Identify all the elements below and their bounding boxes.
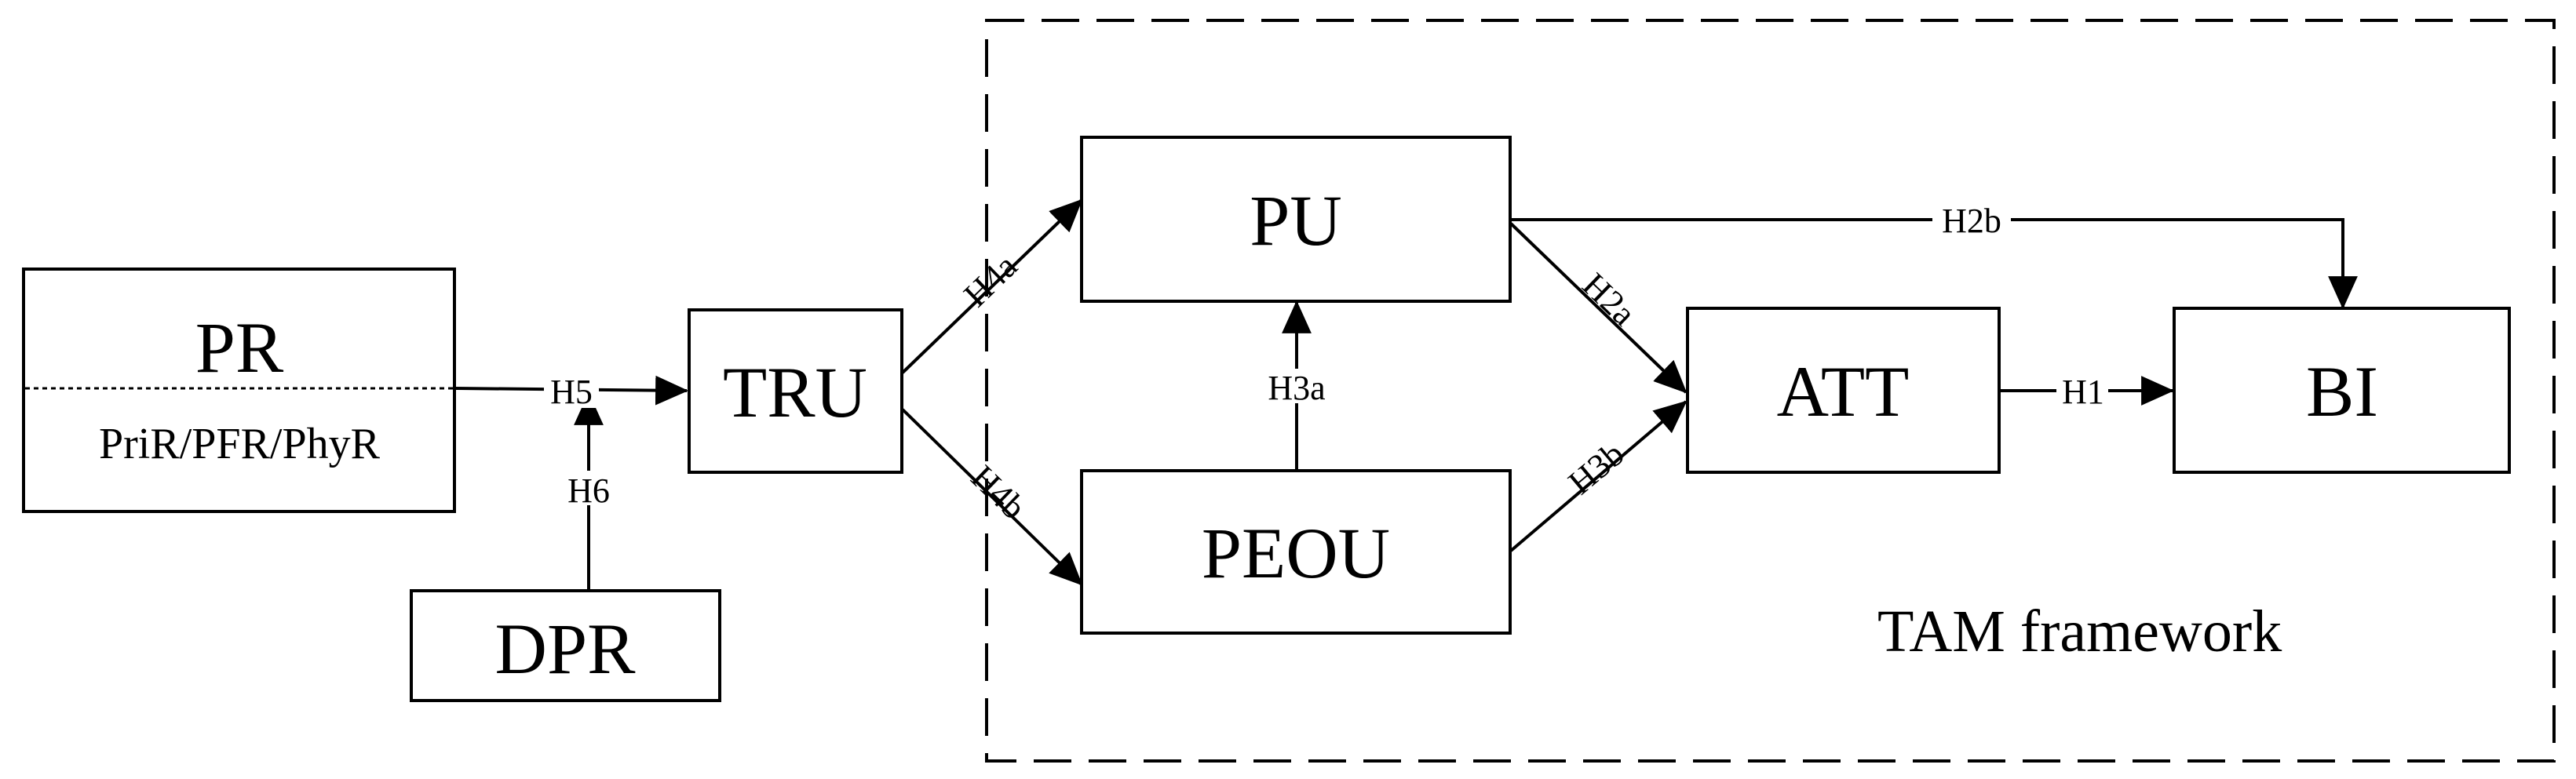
tam-framework-frame — [985, 19, 2556, 763]
node-tru-box — [688, 308, 903, 474]
node-pu-label: PU — [1250, 180, 1342, 260]
node-pu-box — [1080, 136, 1512, 303]
edge-label-h3b: H3b — [1561, 435, 1632, 502]
node-tru: TRU — [688, 308, 903, 474]
node-dpr-label: DPR — [495, 609, 637, 689]
node-tru-label: TRU — [723, 352, 867, 432]
edge-label-h2b: H2b — [1942, 202, 2001, 240]
edge-label-h5: H5 — [550, 373, 593, 411]
edge-label-h3a: H3a — [1268, 369, 1325, 407]
edge-h3b — [1509, 400, 1688, 552]
tam-framework-label: TAM framework — [1877, 599, 2282, 664]
node-peou: PEOU — [1080, 469, 1512, 635]
node-dpr: DPR — [410, 589, 721, 702]
node-pr-sublabel: PriR/PFR/PhyR — [99, 420, 381, 468]
edge-label-h6: H6 — [567, 471, 610, 510]
node-att-label: ATT — [1777, 351, 1910, 431]
node-pr-label: PR — [195, 308, 284, 388]
node-att: ATT — [1686, 307, 2001, 474]
node-pr-box — [22, 268, 456, 513]
edge-label-h4b: H4b — [964, 458, 1034, 527]
edge-h4a — [901, 198, 1083, 374]
node-att-box — [1686, 307, 2001, 474]
node-bi-label: BI — [2306, 351, 2378, 431]
edge-h2b — [1511, 218, 2358, 310]
edge-h4b — [901, 408, 1083, 586]
node-pu: PU — [1080, 136, 1512, 303]
node-bi-box — [2173, 307, 2511, 474]
node-pr: PR PriR/PFR/PhyR — [22, 268, 456, 513]
edge-label-h2a: H2a — [1575, 265, 1644, 333]
node-bi: BI — [2173, 307, 2511, 474]
edges — [454, 198, 2358, 590]
node-peou-label: PEOU — [1202, 513, 1390, 593]
edge-label-h4a: H4a — [957, 246, 1025, 314]
edge-label-h1: H1 — [2062, 373, 2104, 411]
node-peou-box — [1080, 469, 1512, 635]
node-dpr-box — [410, 589, 721, 702]
edge-h2a — [1509, 222, 1688, 394]
